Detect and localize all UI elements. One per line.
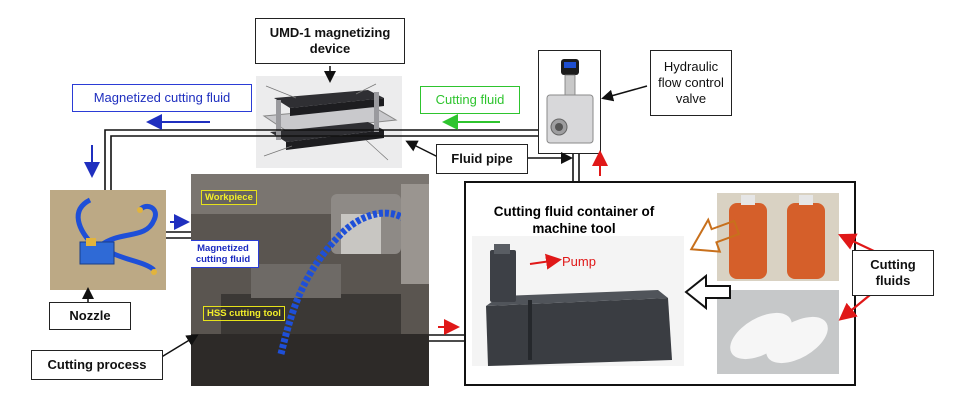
fluid-container-photo [472, 236, 684, 366]
nozzle-label: Nozzle [49, 302, 131, 330]
hss-tool-label: HSS cutting tool [203, 306, 285, 321]
white-fluid-bottles-photo [717, 290, 839, 374]
cutting-fluids-label: Cutting fluids [852, 250, 934, 296]
magnetized-fluid-label: Magnetized cutting fluid [72, 84, 252, 112]
workpiece-label: Workpiece [201, 190, 257, 205]
cutting-process-label: Cutting process [31, 350, 163, 380]
magnetizing-device-photo [256, 76, 402, 168]
cutting-process-photo: Workpiece Magnetized cutting fluid HSS c… [191, 174, 429, 386]
container-title: Cutting fluid container of machine tool [493, 204, 655, 236]
fluid-pipe-label: Fluid pipe [436, 144, 528, 174]
orange-fluid-bottles-photo [717, 193, 839, 281]
valve-label: Hydraulic flow control valve [650, 50, 732, 116]
umd-device-label: UMD-1 magnetizing device [255, 18, 405, 64]
magnetized-fluid-photo-label: Magnetized cutting fluid [191, 240, 259, 268]
cutting-fluid-label: Cutting fluid [420, 86, 520, 114]
flow-control-valve-photo [538, 50, 601, 154]
nozzle-photo [50, 190, 166, 290]
pump-label: Pump [562, 254, 596, 269]
